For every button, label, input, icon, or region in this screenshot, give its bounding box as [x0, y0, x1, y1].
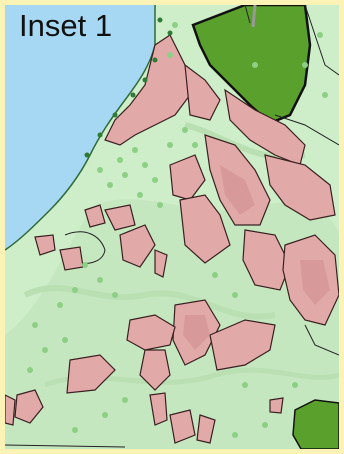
coastline — [5, 5, 156, 251]
observation-dots — [27, 22, 328, 438]
forest-area-bottom — [292, 399, 339, 449]
road-line — [251, 5, 257, 28]
patch-inner-shading — [183, 165, 330, 350]
boundary-lines — [5, 5, 339, 448]
water-body — [5, 5, 155, 250]
inset-label: Inset 1 — [19, 8, 113, 43]
map-canvas[interactable] — [5, 5, 339, 449]
coastal-dots — [84, 17, 173, 158]
land-patches — [5, 34, 339, 444]
forest-area — [191, 5, 312, 125]
